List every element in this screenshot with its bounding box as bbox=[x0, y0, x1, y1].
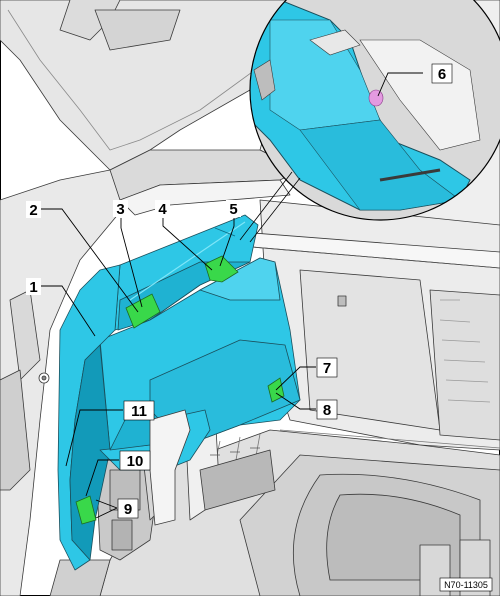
leader-5 bbox=[219, 218, 235, 267]
cover-insert bbox=[149, 409, 191, 526]
callout-8: 8 bbox=[316, 399, 338, 420]
svg-text:4: 4 bbox=[158, 201, 167, 218]
callout-10: 10 bbox=[119, 450, 151, 471]
svg-text:7: 7 bbox=[323, 360, 331, 377]
clips bbox=[75, 255, 285, 525]
leader-4 bbox=[162, 218, 213, 271]
leader-6 bbox=[377, 72, 423, 97]
svg-text:10: 10 bbox=[127, 453, 144, 470]
callout-11: 11 bbox=[123, 400, 155, 421]
clip-3 bbox=[125, 293, 161, 329]
leader-10 bbox=[85, 459, 119, 497]
svg-text:9: 9 bbox=[124, 501, 132, 518]
svg-text:11: 11 bbox=[131, 403, 147, 420]
callout-7: 7 bbox=[316, 357, 338, 378]
leader-8 bbox=[275, 392, 316, 410]
leader-1 bbox=[41, 285, 96, 337]
leader-9a bbox=[95, 499, 118, 509]
reference-code: N70-11305 bbox=[439, 577, 493, 592]
svg-text:2: 2 bbox=[29, 202, 37, 219]
svg-text:6: 6 bbox=[438, 66, 446, 83]
clip-6 bbox=[368, 89, 384, 107]
left-pillar bbox=[0, 169, 131, 596]
leader-9b bbox=[95, 507, 118, 519]
callout-1: 1 bbox=[26, 278, 41, 296]
callout-6: 6 bbox=[431, 63, 453, 84]
clip-5 bbox=[204, 255, 239, 283]
callout-4: 4 bbox=[155, 200, 170, 218]
svg-text:5: 5 bbox=[229, 201, 237, 218]
callout-9: 9 bbox=[117, 498, 139, 519]
leader-11 bbox=[65, 409, 123, 467]
detail-magnifier bbox=[239, 0, 500, 243]
svg-text:1: 1 bbox=[29, 279, 37, 296]
leader-lines bbox=[41, 72, 423, 519]
svg-text:3: 3 bbox=[116, 201, 124, 218]
svg-text:8: 8 bbox=[323, 402, 331, 419]
callout-5: 5 bbox=[226, 200, 241, 218]
callout-2: 2 bbox=[26, 201, 41, 219]
leader-2 bbox=[41, 208, 139, 313]
leader-3 bbox=[120, 218, 143, 308]
clip-9 bbox=[75, 495, 97, 525]
leader-7 bbox=[275, 366, 316, 391]
callout-labels: 1 2 3 4 5 6 7 8 9 10 11 bbox=[26, 63, 453, 519]
svg-text:N70-11305: N70-11305 bbox=[444, 580, 488, 590]
callout-3: 3 bbox=[113, 200, 128, 218]
